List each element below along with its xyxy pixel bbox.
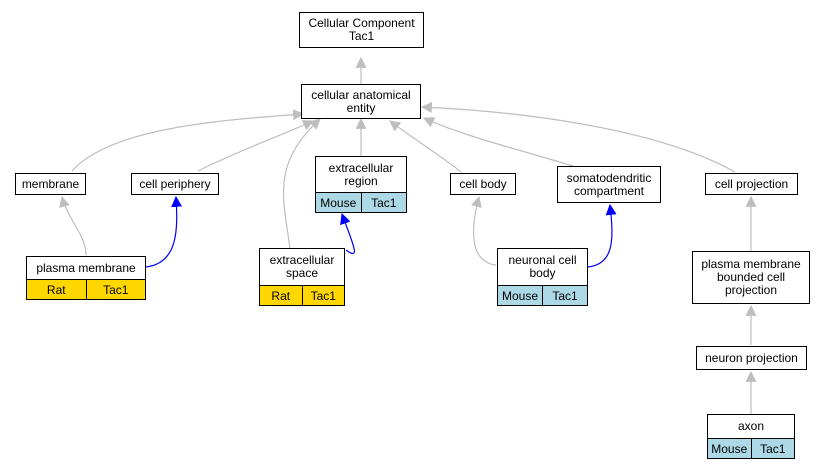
node-extracellular-region: extracellular region Mouse Tac1 <box>315 156 407 213</box>
gene-badge: Tac1 <box>360 193 406 212</box>
species-badge: Mouse <box>708 439 751 458</box>
edge-neuronal-cell-body-to-cell-body <box>471 195 497 266</box>
edge-membrane-to-cae <box>71 109 305 172</box>
annotation-row: Mouse Tac1 <box>316 192 406 212</box>
edge-cell-projection-to-cae <box>420 101 736 173</box>
node-membrane: membrane <box>15 173 86 195</box>
edge-plasma-membrane-to-cell-periphery <box>145 195 183 268</box>
gene-badge: Tac1 <box>750 439 794 458</box>
node-axon: axon Mouse Tac1 <box>707 414 795 459</box>
gene-badge: Tac1 <box>85 280 145 299</box>
node-cell-projection: cell projection <box>705 173 798 195</box>
species-badge: Rat <box>27 280 86 299</box>
edge-extracellular-space-to-extracellular-region <box>340 212 355 255</box>
edge-neuronal-cell-body-to-somatodendritic <box>587 203 617 268</box>
edge-extracellular-space-to-cae <box>283 118 321 250</box>
node-plasma-membrane: plasma membrane Rat Tac1 <box>26 256 146 300</box>
node-plasma-membrane-bounded-cell-projection: plasma membrane bounded cell projection <box>692 251 810 304</box>
species-badge: Rat <box>260 286 302 305</box>
node-cellular-anatomical-entity: cellular anatomical entity <box>301 84 421 119</box>
node-extracellular-space: extracellular space Rat Tac1 <box>259 248 345 306</box>
edge-cell-periphery-to-cae <box>197 120 315 172</box>
edge-plasma-membrane-to-membrane <box>59 195 87 256</box>
species-badge: Mouse <box>498 286 542 305</box>
gene-badge: Tac1 <box>301 286 344 305</box>
gene-badge: Tac1 <box>542 286 587 305</box>
species-badge: Mouse <box>316 193 361 212</box>
node-neuronal-cell-body: neuronal cell body Mouse Tac1 <box>497 248 588 306</box>
node-somatodendritic-compartment: somatodendritic compartment <box>557 166 661 203</box>
node-cell-body: cell body <box>450 173 516 195</box>
annotation-row: Mouse Tac1 <box>498 285 587 305</box>
annotation-row: Rat Tac1 <box>260 285 344 305</box>
edge-somatodendritic-to-cae <box>423 117 574 167</box>
annotation-row: Mouse Tac1 <box>708 438 794 458</box>
annotation-row: Rat Tac1 <box>27 279 145 299</box>
node-cell-periphery: cell periphery <box>131 173 219 195</box>
node-neuron-projection: neuron projection <box>696 346 807 370</box>
edge-cell-body-to-cae <box>389 120 462 173</box>
node-cellular-component: Cellular Component Tac1 <box>299 12 424 48</box>
